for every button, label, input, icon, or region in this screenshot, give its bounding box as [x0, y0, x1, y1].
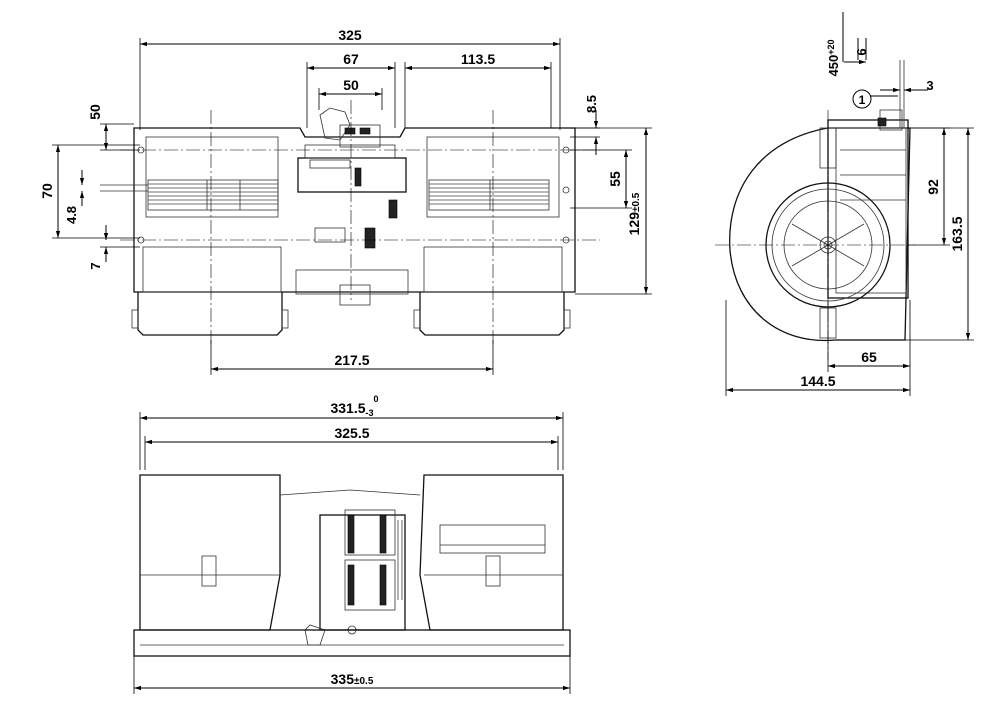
- dim-325: 325: [338, 27, 362, 43]
- dim-65: 65: [861, 349, 877, 365]
- dim-67: 67: [343, 51, 359, 67]
- right-louvre: [428, 179, 550, 211]
- dim-70: 70: [39, 183, 55, 199]
- top-view: [133, 474, 571, 657]
- dim-217-5: 217.5: [334, 352, 369, 368]
- dim-331-5: 331.5: [330, 400, 365, 416]
- dim-450: 450: [826, 55, 841, 77]
- side-dimensions: 450+20 6 1 3 92 163.5 65 144.5: [725, 12, 974, 396]
- dim-335-tol: ±0.5: [354, 676, 374, 687]
- dim-113-5: 113.5: [461, 51, 495, 67]
- svg-text:335±0.5: 335±0.5: [331, 671, 374, 687]
- left-louvre: [147, 179, 279, 211]
- dim-325-5: 325.5: [334, 425, 369, 441]
- dim-331-5-tol-upper: 0: [373, 394, 378, 404]
- dim-3: 3: [926, 78, 933, 93]
- svg-text:450+20: 450+20: [826, 40, 841, 77]
- dim-50-plug: 50: [343, 77, 359, 93]
- dim-331-5-tol-lower: -3: [366, 408, 374, 418]
- dim-335: 335: [331, 671, 355, 687]
- motor-body: [344, 509, 403, 611]
- dim-144-5: 144.5: [800, 373, 835, 389]
- svg-text:331.5-3: 331.5-3: [330, 400, 373, 418]
- dim-4-8: 4.8: [64, 206, 79, 224]
- dim-6: 6: [854, 48, 869, 55]
- top-dimensions: 331.5-3 0 325.5 335±0.5: [133, 394, 571, 694]
- dim-50-left: 50: [87, 104, 103, 120]
- side-view: [715, 60, 915, 360]
- dim-55: 55: [607, 171, 623, 187]
- callout-1: 1: [859, 93, 866, 107]
- dim-450-tol: +20: [826, 40, 836, 55]
- dim-129: 129: [626, 212, 642, 236]
- dim-163-5: 163.5: [949, 216, 965, 251]
- front-view: [100, 100, 600, 345]
- front-dimensions: 325 67 50 113.5 8.5 55 129±0.5: [39, 27, 652, 375]
- svg-text:129±0.5: 129±0.5: [626, 192, 642, 235]
- dim-7: 7: [88, 262, 103, 269]
- dim-129-tol: ±0.5: [631, 192, 642, 212]
- center-connector: [295, 107, 409, 306]
- dim-8-5: 8.5: [584, 95, 599, 113]
- dim-92: 92: [925, 179, 941, 195]
